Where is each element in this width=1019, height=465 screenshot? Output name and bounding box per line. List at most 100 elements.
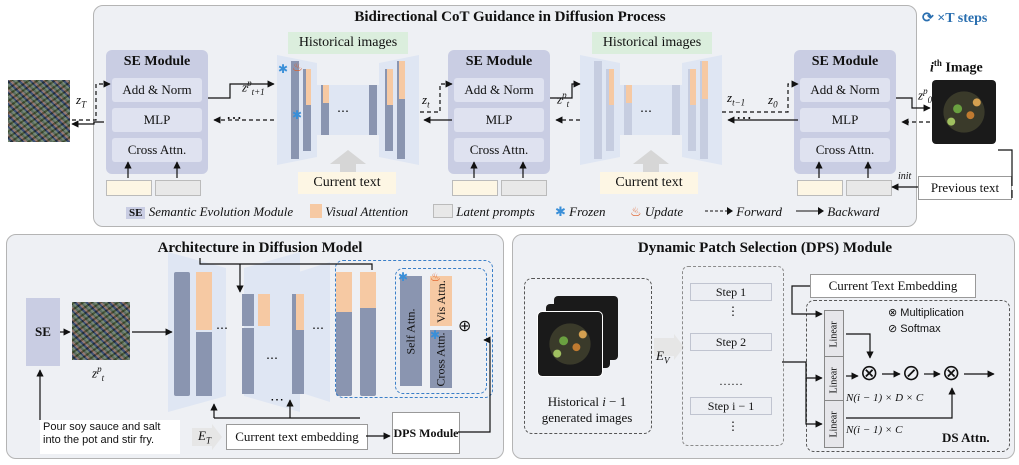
top-connectors (71, 80, 1013, 198)
previous-text-box: Previous text (918, 176, 1012, 200)
step-i-minus-1: Step i − 1 (690, 397, 772, 415)
latent-prompt-gray (501, 180, 547, 196)
step-1: Step 1 (690, 283, 772, 301)
se-module-title: SE Module (465, 54, 533, 69)
historical-images-group (524, 278, 652, 434)
add-norm-block: Add & Norm (454, 78, 544, 102)
multiply-icon: ⊗ (888, 307, 898, 319)
frozen-icon: ✱ (292, 108, 303, 122)
add-norm-block: Add & Norm (800, 78, 890, 102)
cross-attn-block: Cross Attn. (112, 138, 202, 162)
arch-se-block: SE (26, 298, 60, 366)
se-module-3: SE Module Add & Norm MLP Cross Attn. (794, 50, 896, 174)
cross-attn-block: Cross Attn. (800, 138, 890, 162)
svg-text:⋯: ⋯ (640, 104, 652, 118)
generated-image (932, 80, 996, 144)
up-arrow (633, 150, 669, 172)
current-text-embedding-box: Current Text Embedding (810, 274, 976, 298)
visual-attention-swatch (310, 204, 322, 218)
previous-text: Previous text (930, 180, 1000, 195)
current-text-label: Current text (600, 172, 698, 194)
prompt-text-box: Pour soy sauce and salt into the pot and… (40, 420, 180, 454)
latent-prompt-yellow (452, 180, 498, 196)
legend-backward: Backward (796, 204, 879, 220)
arch-connectors (36, 258, 491, 440)
svg-text:⋯: ⋯ (337, 104, 349, 118)
historical-images-label: Historical images (592, 32, 712, 54)
unet-2: ⋯ (580, 55, 722, 165)
frozen-icon: ✱ (555, 204, 566, 219)
init-label: init (898, 171, 912, 182)
et-arrow (192, 424, 222, 450)
ellipsis-1: ⋯ (226, 110, 242, 127)
solid-arrow-icon (796, 207, 824, 215)
step-dots: ⋮ (727, 419, 739, 433)
dim-label-1: N(i − 1) × D × C (846, 392, 924, 404)
unet-1: ⋯ (277, 55, 419, 165)
step-ellipsis: …… (719, 373, 743, 388)
cross-attn-block: Cross Attn. (430, 330, 452, 388)
mlp-block: MLP (454, 108, 544, 132)
legend-latent-prompts: Latent prompts (433, 204, 535, 220)
var-z-T: zT (76, 92, 87, 110)
et-label: ET (198, 428, 211, 446)
flame-icon: ♨ (630, 204, 642, 219)
var-z-0: z0 (768, 92, 778, 110)
svg-text:⋯: ⋯ (216, 321, 228, 335)
update-flame-icon: ♨ (292, 60, 303, 74)
self-attn-block: Self Attn. (400, 276, 422, 386)
attention-detail-box (335, 260, 493, 398)
svg-text:⋯: ⋯ (270, 393, 284, 408)
current-text-embedding-box: Current text embedding (226, 424, 368, 450)
vis-attn-block: Vis Attn. (430, 276, 452, 326)
step-2: Step 2 (690, 333, 772, 351)
historical-images-caption: Historical i − 1 generated images (541, 394, 633, 425)
var-z-t: zt (422, 92, 430, 110)
current-text-label: Current text (298, 172, 396, 194)
multiplication-legend: ⊗ Multiplication (888, 307, 964, 319)
dim-label-2: N(i − 1) × C (846, 424, 903, 436)
ev-arrow (654, 334, 684, 360)
latent-prompt-gray (155, 180, 201, 196)
up-arrow (330, 150, 366, 172)
frozen-icon: ✱ (278, 62, 289, 76)
se-module-title: SE Module (811, 54, 879, 69)
var-zp-t-plus-1: zpt+1 (242, 78, 265, 97)
steps-label: ×T steps (937, 11, 988, 26)
historical-images-label: Historical images (288, 32, 408, 54)
latent-prompt-yellow (106, 180, 152, 196)
ith-image-title: ith Image (930, 58, 983, 76)
dps-module-box: DPS Module (392, 412, 460, 454)
legend: SE Semantic Evolution Module (126, 204, 293, 220)
multiply-op-1: ⊗ (860, 360, 879, 385)
ds-attn-label: DS Attn. (942, 430, 990, 445)
se-module-title: SE Module (123, 54, 191, 69)
arch-title: Architecture in Diffusion Model (157, 240, 363, 256)
legend-frozen: ✱ Frozen (555, 204, 606, 219)
refresh-icon: ⟳ (922, 11, 934, 26)
step-dots: ⋮ (727, 304, 739, 318)
se-module-1: SE Module Add & Norm MLP Cross Attn. (106, 50, 208, 174)
mlp-block: MLP (112, 108, 202, 132)
var-zp-t: zpt (557, 90, 570, 109)
legend-forward: Forward (705, 204, 782, 220)
linear-block-3: Linear (824, 400, 844, 448)
historical-image-1 (537, 311, 603, 377)
softmax-op: ⊘ (902, 360, 921, 385)
frozen-icon: ✱ (430, 328, 441, 342)
multiply-op-2: ⊗ (942, 360, 961, 385)
latent-prompt-swatch (433, 204, 453, 218)
softmax-icon: ⊘ (888, 323, 898, 335)
noise-image (8, 80, 70, 142)
add-operator-icon: ⊕ (458, 318, 472, 335)
ellipsis-2: ⋯ (736, 110, 752, 127)
legend-se-swatch: SE (126, 207, 146, 219)
steps-indicator: ⟳ ×T steps (922, 10, 987, 27)
svg-text:⋯: ⋯ (266, 351, 278, 365)
latent-prompt-yellow (797, 180, 843, 196)
dashed-arrow-icon (705, 207, 733, 215)
ev-label: EV (656, 348, 670, 366)
cross-attn-block: Cross Attn. (454, 138, 544, 162)
se-module-2: SE Module Add & Norm MLP Cross Attn. (448, 50, 550, 174)
